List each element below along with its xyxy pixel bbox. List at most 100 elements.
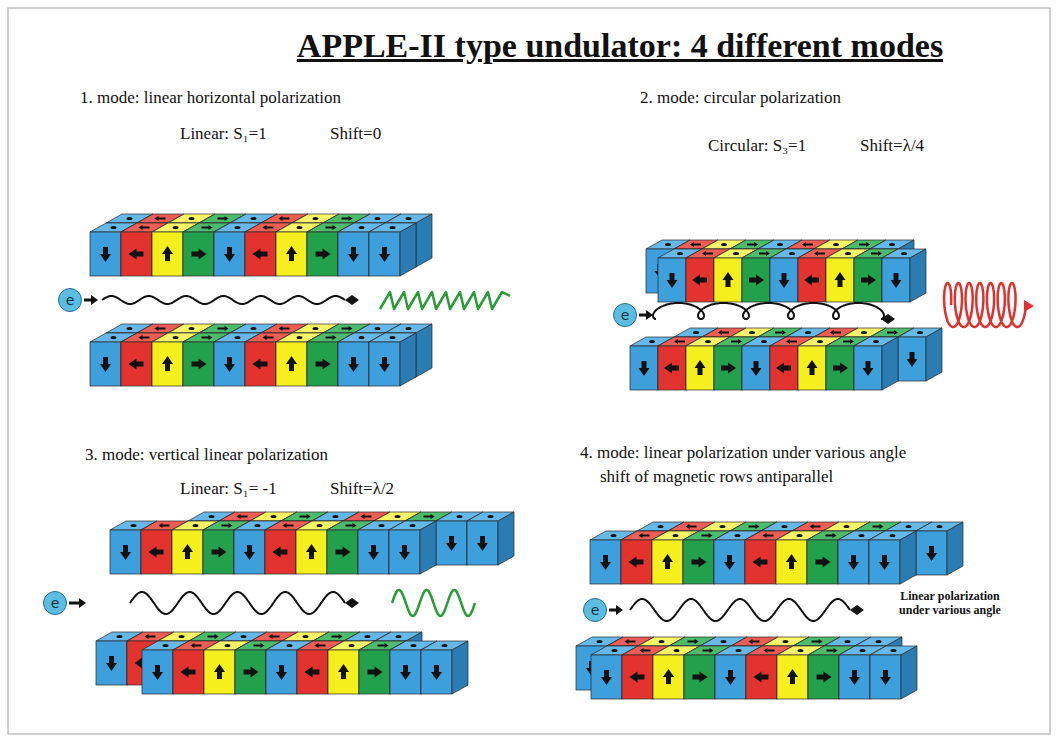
- magnetization-arrow: [826, 533, 837, 538]
- magnet-front-face: [338, 232, 369, 276]
- magnetization-arrow: [212, 547, 227, 558]
- magnetization-arrow: [273, 547, 288, 558]
- magnetization-dot: [117, 635, 123, 638]
- magnetization-arrow: [667, 273, 678, 288]
- magnetization-dot: [255, 524, 261, 527]
- magnetization-arrow: [724, 555, 735, 570]
- magnet-side-face: [498, 512, 514, 565]
- mode-heading: 2. mode: circular polarization: [640, 88, 841, 108]
- magnetization-dot: [189, 327, 195, 330]
- magnetization-dot: [390, 226, 396, 229]
- electron-direction-head: [91, 295, 98, 305]
- magnetization-dot: [845, 640, 851, 643]
- magnetization-arrow: [368, 667, 383, 678]
- magnet-front-face: [235, 650, 266, 694]
- magnetization-dot: [333, 515, 339, 518]
- magnetization-arrow: [625, 639, 636, 644]
- magnet-front-face: [436, 521, 467, 565]
- magnet-side-face: [910, 249, 926, 302]
- magnet-front-face: [338, 342, 369, 386]
- magnetization-arrow: [283, 523, 294, 528]
- magnetization-arrow: [300, 514, 311, 519]
- magnetization-dot: [891, 649, 897, 652]
- magnet-front-face: [622, 655, 653, 699]
- magnetization-arrow: [786, 339, 797, 344]
- magnet-array: [630, 328, 942, 390]
- magnet-front-face: [839, 655, 870, 699]
- magnetization-dot: [271, 515, 277, 518]
- magnetization-arrow: [731, 339, 742, 344]
- magnetization-arrow: [155, 326, 166, 331]
- magnet-side-face: [400, 223, 416, 276]
- magnetization-arrow: [843, 339, 854, 344]
- magnetization-arrow: [342, 326, 353, 331]
- magnet-front-face: [173, 650, 204, 694]
- magnetization-dot: [797, 534, 803, 537]
- magnetization-arrow: [721, 363, 736, 374]
- electron-trajectory: [653, 303, 884, 319]
- magnetization-arrow: [326, 335, 337, 340]
- magnetization-arrow: [224, 357, 235, 372]
- magnetization-arrow: [269, 634, 280, 639]
- magnetization-arrow: [202, 335, 213, 340]
- magnetization-dot: [860, 649, 866, 652]
- magnet-front-face: [882, 258, 910, 302]
- magnetization-arrow: [253, 249, 268, 260]
- magnetization-dot: [241, 635, 247, 638]
- magnetization-arrow: [630, 672, 645, 683]
- mode-heading: 4. mode: linear polarization under vario…: [580, 443, 906, 463]
- magnetization-arrow: [162, 246, 173, 261]
- magnetization-arrow: [786, 554, 797, 569]
- magnetization-arrow: [639, 361, 650, 376]
- magnet-front-face: [183, 232, 214, 276]
- magnetization-arrow: [690, 242, 701, 247]
- magnet-front-face: [152, 342, 183, 386]
- magnetization-arrow: [863, 361, 874, 376]
- magnetization-arrow: [861, 275, 876, 286]
- magnet-front-face: [745, 540, 776, 584]
- magnet-front-face: [686, 346, 714, 390]
- magnetization-dot: [127, 327, 133, 330]
- magnetization-arrow: [237, 514, 248, 519]
- magnetization-arrow: [779, 273, 790, 288]
- magnet-side-face: [416, 214, 432, 267]
- magnetization-arrow: [693, 672, 708, 683]
- magnetization-dot: [782, 525, 788, 528]
- magnetization-arrow: [181, 667, 196, 678]
- magnet-front-face: [770, 346, 798, 390]
- magnet-front-face: [630, 346, 658, 390]
- magnetization-arrow: [629, 557, 644, 568]
- magnetization-dot: [379, 524, 385, 527]
- magnetization-arrow: [763, 533, 774, 538]
- magnetization-arrow: [305, 667, 320, 678]
- magnetization-dot: [733, 252, 739, 255]
- magnetization-dot: [287, 644, 293, 647]
- magnet-array: [90, 324, 432, 386]
- magnetization-dot: [235, 336, 241, 339]
- magnet-front-face: [359, 650, 390, 694]
- magnetization-arrow: [400, 665, 411, 680]
- magnetization-arrow: [106, 656, 117, 671]
- magnetization-arrow: [600, 555, 611, 570]
- vertical-polarized-light: [392, 590, 475, 616]
- magnetization-arrow: [222, 523, 233, 528]
- trajectory-end: [881, 314, 895, 324]
- magnetization-dot: [777, 243, 783, 246]
- magnetization-dot: [375, 217, 381, 220]
- magnetization-dot: [410, 524, 416, 527]
- magnetization-dot: [442, 644, 448, 647]
- magnetization-dot: [861, 331, 867, 334]
- row-shift: Shift=λ/4: [860, 136, 924, 156]
- magnetization-arrow: [332, 634, 343, 639]
- magnet-front-face: [714, 258, 742, 302]
- trajectory-end: [345, 295, 359, 305]
- magnetization-dot: [488, 515, 494, 518]
- magnet-front-face: [770, 258, 798, 302]
- magnetization-dot: [665, 243, 671, 246]
- magnet-array: [110, 512, 514, 574]
- magnetization-arrow: [316, 249, 331, 260]
- magnetization-arrow: [775, 330, 786, 335]
- magnet-front-face: [203, 530, 234, 574]
- magnetization-dot: [111, 226, 117, 229]
- magnetization-arrow: [639, 533, 650, 538]
